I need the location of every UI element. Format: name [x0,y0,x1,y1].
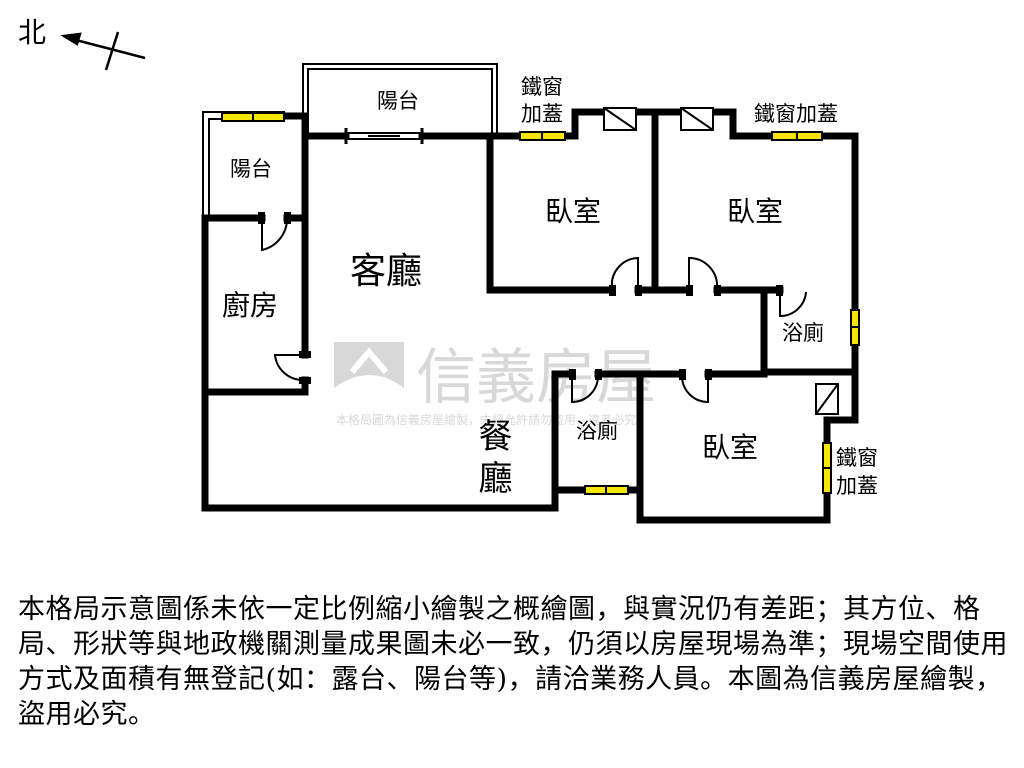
room-label-bathroom-1: 浴廁 [782,321,824,345]
north-label: 北 [18,16,46,49]
vent-boxes [603,107,839,415]
door-bathroom-2-icon [571,374,599,404]
door-bedroom-2-icon [688,256,719,290]
sliding-door [344,128,424,144]
disclaimer-text: 本格局示意圖係未依一定比例縮小繪製之概繪圖，與實況仍有差距；其方位、格局、形狀等… [18,594,1008,730]
door-swings [258,212,807,404]
iron-window-label-3a: 鐵窗 [836,446,878,470]
watermark-notice: 本格局圖為信義房屋繪製，未經允許請勿盜用，違者必究 [336,412,636,427]
iron-window-label-1b: 加蓋 [521,102,563,126]
balcony-outlines [202,63,498,218]
windows [221,112,860,495]
iron-window-label-3b: 加蓋 [836,474,878,498]
north-arrow-icon [60,31,146,71]
floor-plan: 北 信義房屋 本格局圖為信義房屋繪製，未經允許請勿盜用，違者必究 [18,16,878,524]
iron-window-label-1a: 鐵窗 [521,75,563,99]
walls [201,108,859,524]
watermark: 信義房屋 本格局圖為信義房屋繪製，未經允許請勿盜用，違者必究 [334,342,656,427]
room-label-dining: 餐廳 [472,418,512,502]
watermark-brand: 信義房屋 [416,343,656,413]
room-label-bathroom-2: 浴廁 [576,419,618,443]
door-bathroom-1-icon [779,290,807,318]
room-label-kitchen: 廚房 [222,289,278,322]
door-bedroom-3-icon [681,374,709,404]
door-kitchen-icon [261,218,288,252]
room-label-living: 客廳 [350,251,422,292]
room-label-balcony-left: 陽台 [230,157,272,181]
room-label-balcony-top: 陽台 [377,89,419,113]
door-kitchen-side-icon [273,354,305,382]
room-label-bedroom-1: 臥室 [545,195,601,228]
room-label-bedroom-2: 臥室 [727,195,783,228]
room-label-bedroom-3: 臥室 [702,431,758,464]
iron-window-label-2: 鐵窗加蓋 [754,102,838,126]
door-bedroom-1-icon [610,256,639,290]
